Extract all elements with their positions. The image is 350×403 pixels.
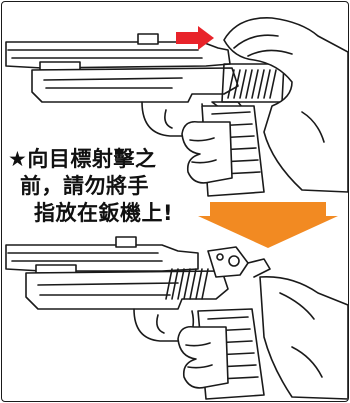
down-arrow-icon	[198, 202, 338, 248]
bottom-panel	[2, 207, 348, 401]
pistol-barrel	[5, 244, 199, 272]
top-panel	[2, 2, 348, 202]
pistol-slide-released-illustration	[5, 236, 348, 400]
right-arrow-icon	[176, 26, 214, 50]
warning-line-2: 前，請勿將手	[20, 174, 149, 198]
left-hand	[177, 325, 229, 389]
right-hand	[223, 17, 348, 193]
safety-warning-text: ★向目標射擊之 前，請勿將手 指放在鈑機上!	[8, 146, 208, 227]
warning-line-1: ★向目標射擊之	[8, 147, 157, 171]
pistol-slide-pull-illustration	[5, 17, 348, 197]
slide-serrations	[165, 268, 209, 300]
warning-line-3: 指放在鈑機上!	[34, 201, 174, 225]
right-hand	[259, 276, 348, 400]
slide-serrations	[227, 69, 277, 99]
left-hand	[181, 120, 233, 184]
trigger-guard	[133, 308, 195, 342]
